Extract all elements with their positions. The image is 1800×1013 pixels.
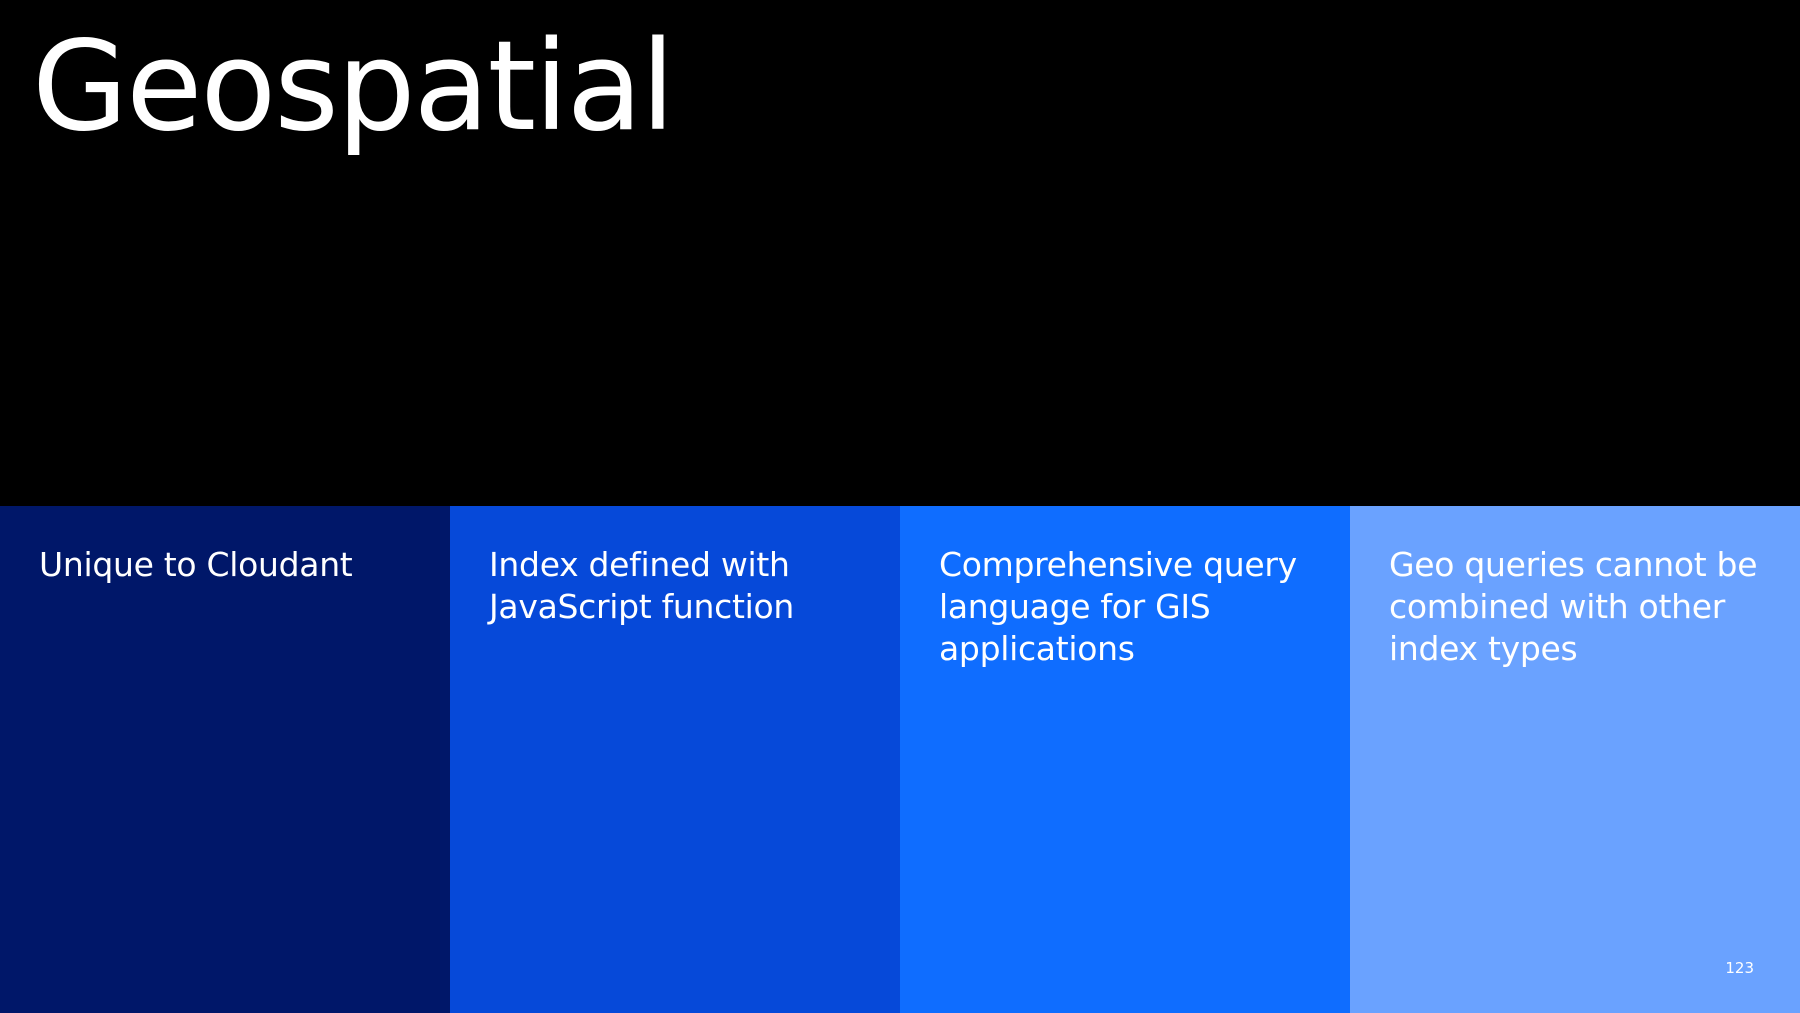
page-number: 123 (1725, 959, 1754, 977)
card-geo-query-limitation: Geo queries cannot be combined with othe… (1350, 506, 1800, 1013)
card-index-definition: Index defined with JavaScript function (450, 506, 900, 1013)
card-unique-to-cloudant: Unique to Cloudant (0, 506, 450, 1013)
card-text: Index defined with JavaScript function (489, 545, 795, 626)
card-row: Unique to Cloudant Index defined with Ja… (0, 506, 1800, 1013)
card-text: Unique to Cloudant (39, 545, 353, 584)
card-query-language: Comprehensive query language for GIS app… (900, 506, 1350, 1013)
card-text: Comprehensive query language for GIS app… (939, 545, 1297, 668)
slide-title: Geospatial (32, 15, 675, 159)
card-text: Geo queries cannot be combined with othe… (1389, 545, 1758, 668)
